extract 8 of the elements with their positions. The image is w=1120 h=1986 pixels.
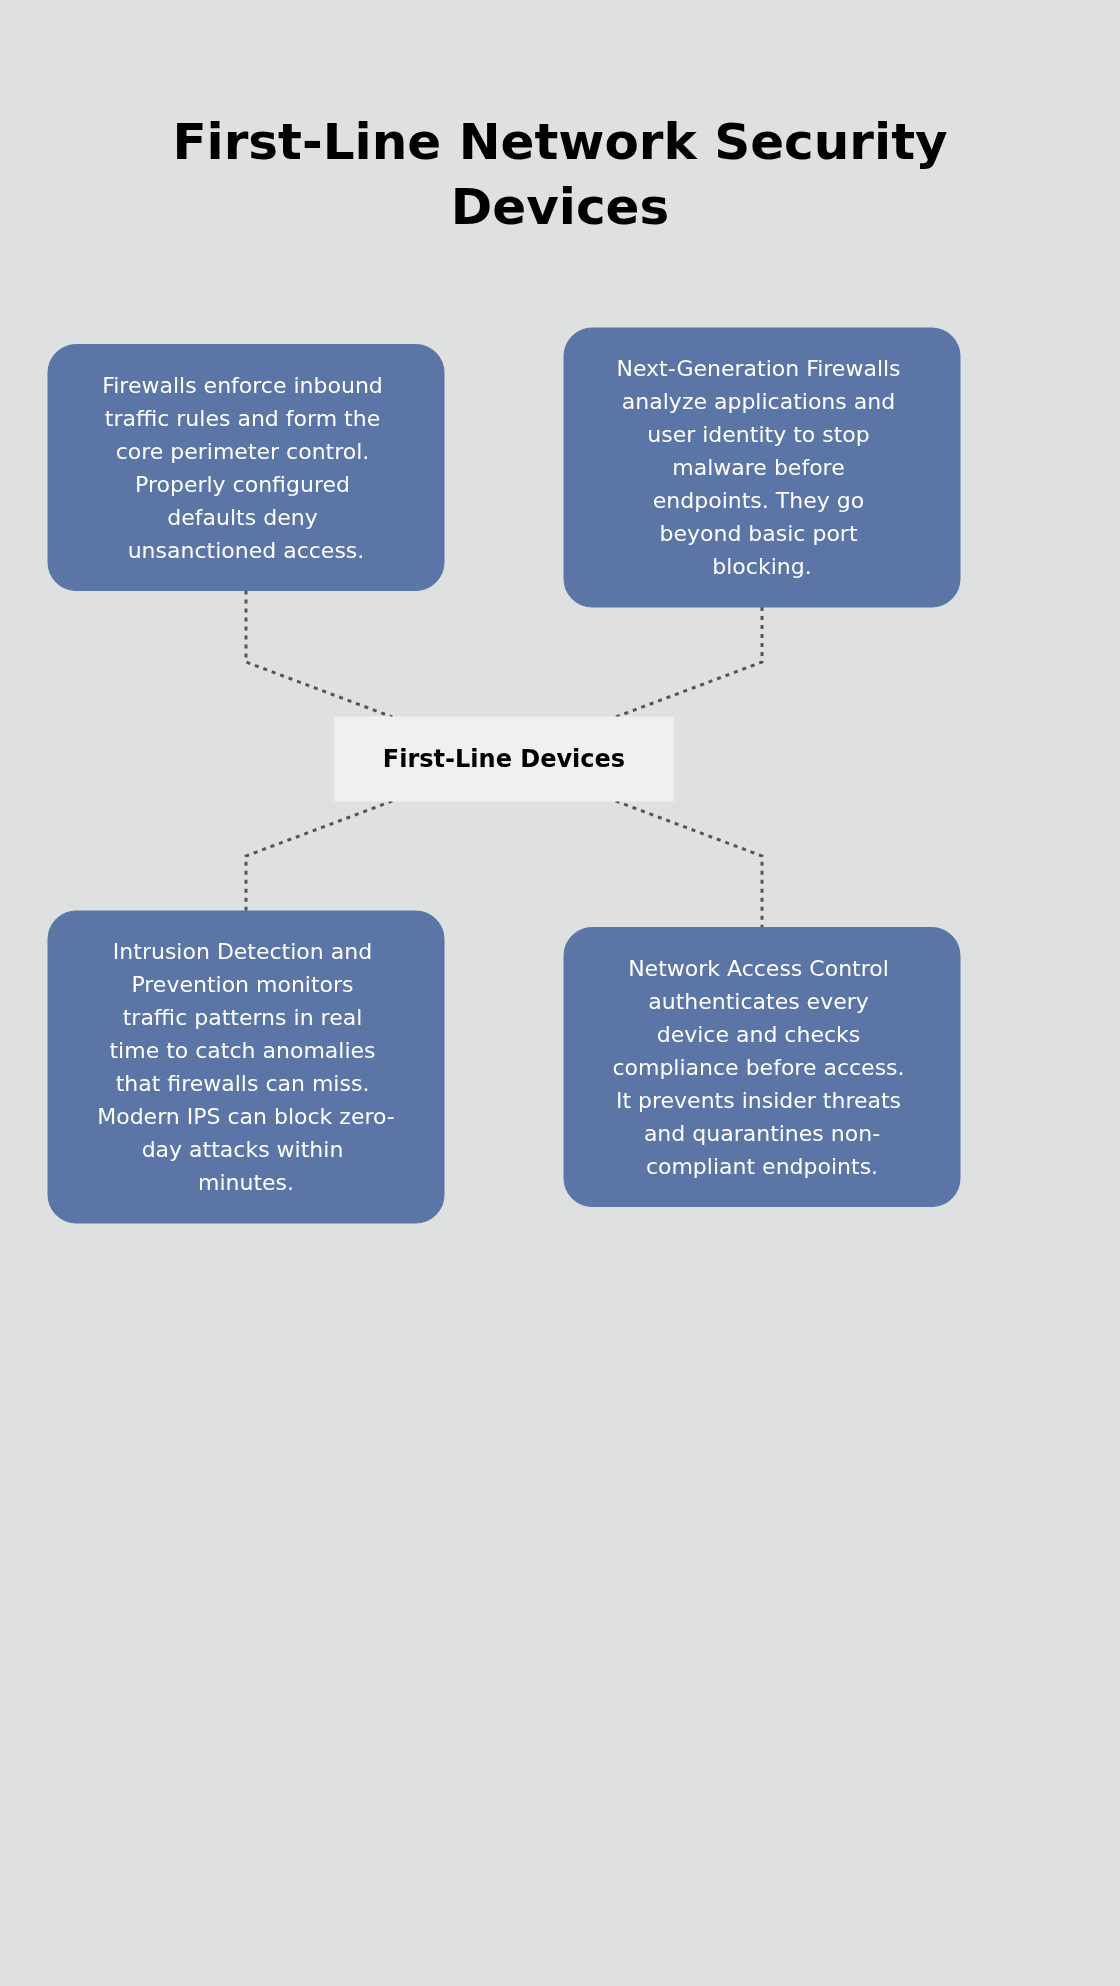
node-box: Network Access Control authenticates every device and checks compliance before access. It prevents insider threats and quarantines non-compliant endpoints. (563, 927, 961, 1207)
node-box: Next-Generation Firewalls analyze applications and user identity to stop malware before endpoints. They go beyond basic port blocking. (563, 327, 961, 608)
connector (615, 607, 764, 719)
node-box: First-Line Devices (334, 716, 674, 802)
connector (244, 590, 393, 719)
node-box: Intrusion Detection and Prevention monitors traffic patterns in real time to catch anomalies that firewalls can miss. Modern IPS can block zero-day attacks within minutes. (47, 910, 445, 1224)
node-box: Firewalls enforce inbound traffic rules and form the core perimeter control. Properly configured defaults deny unsanctioned access. (47, 344, 445, 591)
title: First-Line Network Security Devices (171, 112, 949, 238)
